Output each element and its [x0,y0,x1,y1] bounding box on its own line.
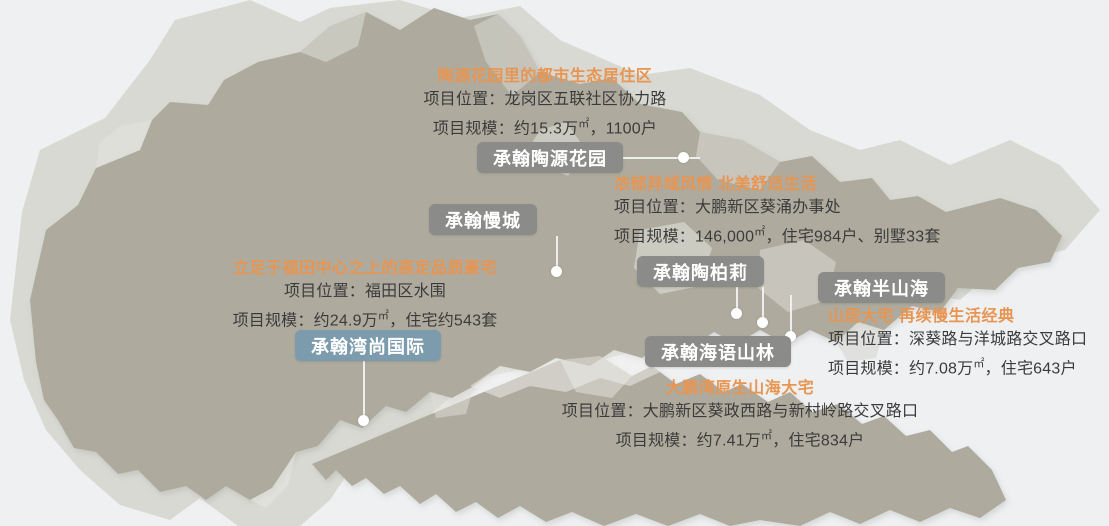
scale-unit-haiyushanlin: ㎡ [761,430,773,442]
scale-taobaili: 项目规模：146,000㎡，住宅984户、别墅33套 [614,220,941,249]
scale-post-haiyushanlin: ，住宅834户 [772,432,865,450]
scale-post-taobaili: ，住宅984户、别墅33套 [765,228,941,246]
badge-mancheng[interactable]: 承翰慢城 [429,204,537,235]
scale-post-banshanhai: ，住宅643户 [984,360,1077,378]
connector-wanshangguoji [363,358,365,420]
scale-taoyuan-huayuan: 项目规模：约15.3万㎡，1100户 [265,112,825,141]
map-dot-wanshangguoji [358,415,369,426]
badge-wanshangguoji[interactable]: 承翰湾尚国际 [295,330,441,361]
scale-post-wanshangguoji: ，住宅约543套 [389,312,498,330]
slogan-haiyushanlin: 大鹏湾原生山海大宅 [665,380,815,397]
map-dot-banshanhai [785,331,796,342]
slogan-banshanhai: 山居大宅 再续慢生活经典 [828,308,1015,325]
info-wanshangguoji: 立足于福田中心之上的高定品质豪宅 项目位置：福田区水围 项目规模：约24.9万㎡… [140,258,590,333]
badge-haiyushanlin[interactable]: 承翰海语山林 [645,336,791,367]
scale-pre-haiyushanlin: 项目规模：约7.41万 [615,432,762,450]
info-banshanhai: 山居大宅 再续慢生活经典 项目位置：深葵路与洋城路交叉路口 项目规模：约7.08… [828,306,1087,381]
badge-banshanhai[interactable]: 承翰半山海 [818,272,945,303]
info-taobaili: 浓郁异域风情 北美舒适生活 项目位置：大鹏新区葵涌办事处 项目规模：146,00… [614,174,941,249]
slogan-wanshangguoji: 立足于福田中心之上的高定品质豪宅 [232,260,497,277]
scale-pre-banshanhai: 项目规模：约7.08万 [828,360,974,378]
scale-unit-taoyuan-huayuan: ㎡ [578,118,590,130]
slogan-taoyuan-huayuan: 陶源花园里的都市生态居住区 [437,68,653,85]
scale-pre-wanshangguoji: 项目规模：约24.9万 [232,312,378,330]
slogan-taobaili: 浓郁异域风情 北美舒适生活 [614,176,817,193]
scale-post-taoyuan-huayuan: ，1100户 [589,120,658,138]
badge-taobaili[interactable]: 承翰陶柏莉 [637,256,764,287]
scale-unit-taobaili: ㎡ [754,226,766,238]
connector-mancheng [556,236,558,272]
location-haiyushanlin: 项目位置：大鹏新区葵政西路与新村岭路交叉路口 [561,403,919,420]
scale-unit-wanshangguoji: ㎡ [377,310,390,322]
scale-pre-taobaili: 项目规模：146,000 [614,228,755,246]
location-banshanhai: 项目位置：深葵路与洋城路交叉路口 [828,331,1088,348]
scale-pre-taoyuan-huayuan: 项目规模：约15.3万 [432,120,579,138]
map-main-landmass [30,8,1062,500]
connector-taobaili [762,287,764,323]
info-haiyushanlin: 大鹏湾原生山海大宅 项目位置：大鹏新区葵政西路与新村岭路交叉路口 项目规模：约7… [420,378,1060,453]
scale-haiyushanlin: 项目规模：约7.41万㎡，住宅834户 [420,424,1060,453]
scale-wanshangguoji: 项目规模：约24.9万㎡，住宅约543套 [140,304,590,333]
scale-unit-banshanhai: ㎡ [973,358,985,370]
badge-taoyuan-huayuan[interactable]: 承翰陶源花园 [477,142,623,173]
location-taoyuan-huayuan: 项目位置：龙岗区五联社区协力路 [423,91,667,108]
map-dot-taoyuan-huayuan [678,152,689,163]
location-taobaili: 项目位置：大鹏新区葵涌办事处 [614,199,841,216]
connector-taoyuan-huayuan [616,157,700,159]
location-wanshangguoji: 项目位置：福田区水围 [283,283,446,300]
info-taoyuan-huayuan: 陶源花园里的都市生态居住区 项目位置：龙岗区五联社区协力路 项目规模：约15.3… [265,66,825,141]
map-dot-mancheng [551,266,562,277]
map-coast-highlight [470,350,660,398]
map-dapeng-peninsula [312,356,1006,526]
map-dot-taobaili [757,317,768,328]
connector-banshanhai [790,295,792,337]
connector-haiyushanlin [736,283,738,313]
map-dot-haiyushanlin [731,308,742,319]
scale-banshanhai: 项目规模：约7.08万㎡，住宅643户 [828,352,1087,381]
